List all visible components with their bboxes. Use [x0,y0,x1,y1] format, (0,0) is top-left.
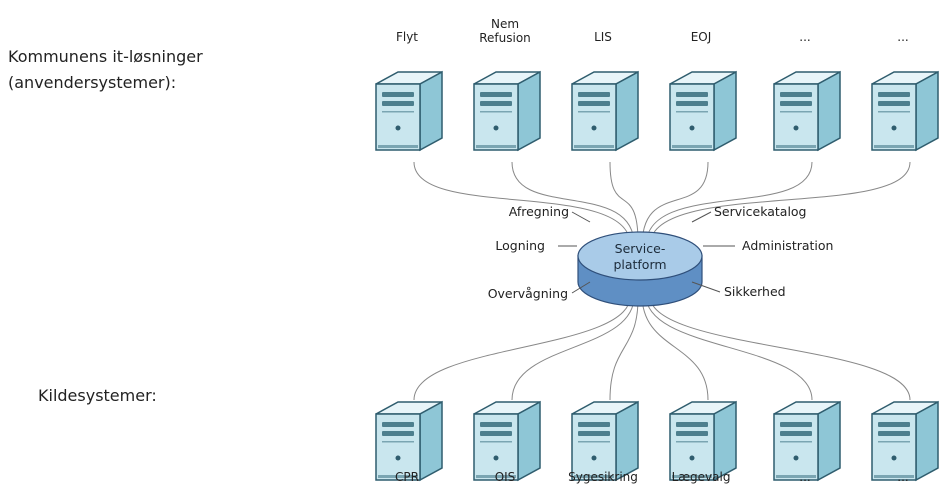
server-icon [375,400,443,482]
connector-line-top [645,161,813,251]
platform-label-line2: platform [613,257,666,272]
server-label: ... [897,470,908,484]
server-label: Lægevalg [672,470,731,484]
server-icon [473,400,541,482]
connector-line-top [649,161,911,251]
service-leader-line [691,281,721,293]
service-leader-line [691,211,712,223]
server-icon [375,70,443,152]
service-label: Afregning [509,204,569,219]
connector-line-bottom [649,291,911,401]
server-label: Flyt [396,30,418,44]
connector-line-top [641,161,709,251]
server-label: Sygesikring [568,470,638,484]
service-platform: Service-platform [577,231,703,307]
consumer-systems-heading: Kommunens it-løsninger (anvendersystemer… [8,44,308,96]
server-label: OIS [495,470,516,484]
connector-line-bottom [413,291,631,401]
server-icon [669,400,737,482]
connector-line-top [413,161,631,251]
service-label: Servicekatalog [714,204,807,219]
service-label: Logning [495,238,545,253]
source-systems-heading: Kildesystemer: [38,386,157,405]
connector-line-bottom [641,291,709,401]
service-label: Administration [742,238,833,253]
service-leader-line [571,211,591,223]
connector-line-bottom [511,291,635,401]
server-label: Refusion [479,31,531,45]
server-label: ... [897,30,908,44]
server-label: CPR [395,470,419,484]
connector-line-bottom [609,291,639,401]
consumer-systems-heading-line2: (anvendersystemer): [8,73,177,92]
server-label: ... [799,30,810,44]
server-icon [473,70,541,152]
server-label: Nem [491,17,519,31]
source-servers: CPR OIS Sygesikring Lægevalg...... [375,400,939,484]
connector-line-bottom [645,291,813,401]
server-icon [571,400,639,482]
service-leader-line [571,281,591,294]
server-label: ... [799,470,810,484]
service-label: Overvågning [488,286,568,301]
connector-lines [413,161,911,401]
server-label: EOJ [691,30,712,44]
server-icon [773,70,841,152]
connector-line-top [609,161,639,251]
service-label: Sikkerhed [724,284,786,299]
server-icon [871,70,939,152]
server-icon [773,400,841,482]
consumer-systems-heading-line1: Kommunens it-løsninger [8,47,203,66]
connector-line-top [511,161,635,251]
server-icon [871,400,939,482]
server-icon [669,70,737,152]
platform-label-line1: Service- [615,241,666,256]
platform-top [577,231,703,281]
server-icon [571,70,639,152]
server-label: LIS [594,30,612,44]
